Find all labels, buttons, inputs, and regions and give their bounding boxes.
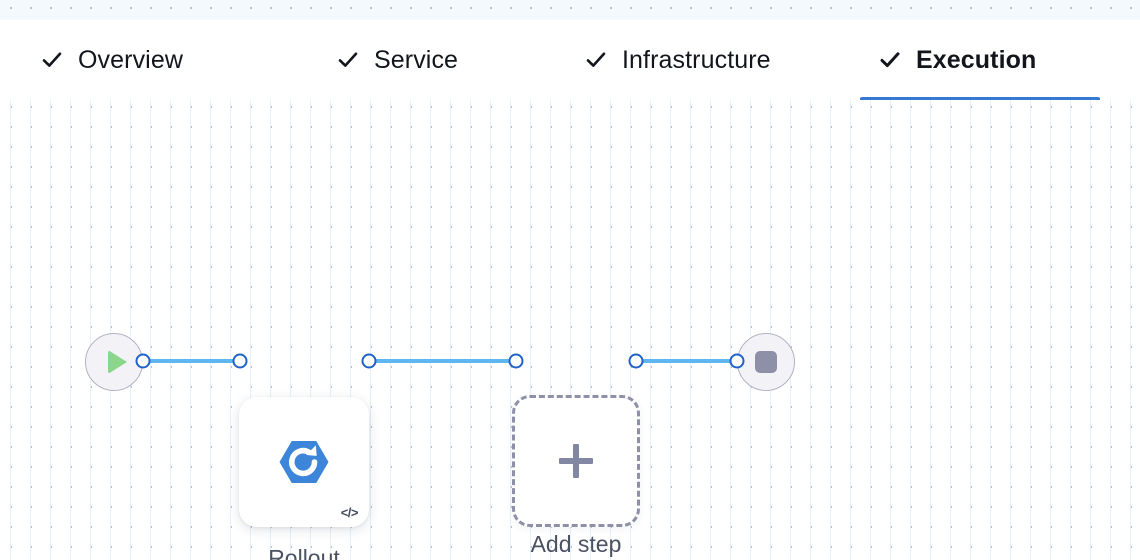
play-icon <box>107 350 127 374</box>
port-end-input[interactable] <box>729 353 745 369</box>
check-icon <box>878 48 902 72</box>
tab-overview[interactable]: Overview <box>22 20 201 100</box>
add-step-label: Add step <box>530 531 622 557</box>
port-rollout-input[interactable] <box>232 353 248 369</box>
pipeline-step-rollout-deployment[interactable]: </> Rollout Deployment <box>239 397 369 560</box>
tab-label: Infrastructure <box>622 45 771 74</box>
step-card[interactable]: </> <box>239 397 369 527</box>
tab-service[interactable]: Service <box>318 20 476 100</box>
wizard-tab-bar: Overview Service Infrastructure <box>0 20 1140 101</box>
port-addstep-output[interactable] <box>628 353 644 369</box>
step-label: Rollout Deployment <box>268 545 340 560</box>
pipeline-start-node[interactable] <box>85 333 143 391</box>
add-step-box[interactable] <box>512 395 640 527</box>
stop-icon <box>755 351 777 373</box>
check-icon <box>584 48 608 72</box>
active-tab-underline <box>860 97 1100 101</box>
port-rollout-output[interactable] <box>361 353 377 369</box>
pipeline-add-step-node[interactable]: Add step <box>512 395 640 556</box>
rollout-deployment-icon <box>279 441 329 483</box>
tab-label: Overview <box>78 45 183 74</box>
canvas-top-strip <box>0 0 1140 20</box>
tab-label: Execution <box>916 45 1037 74</box>
pipeline-canvas[interactable]: </> Rollout Deployment Add step <box>0 100 1140 560</box>
tab-infrastructure[interactable]: Infrastructure <box>566 20 789 100</box>
tab-label: Service <box>374 45 459 74</box>
pipeline-end-node[interactable] <box>737 333 795 391</box>
check-icon <box>40 48 64 72</box>
tab-execution[interactable]: Execution <box>860 20 1100 101</box>
plus-icon <box>559 444 593 478</box>
code-badge-icon: </> <box>340 505 359 520</box>
port-start-output[interactable] <box>135 353 151 369</box>
check-icon <box>336 48 360 72</box>
port-addstep-input[interactable] <box>508 353 524 369</box>
